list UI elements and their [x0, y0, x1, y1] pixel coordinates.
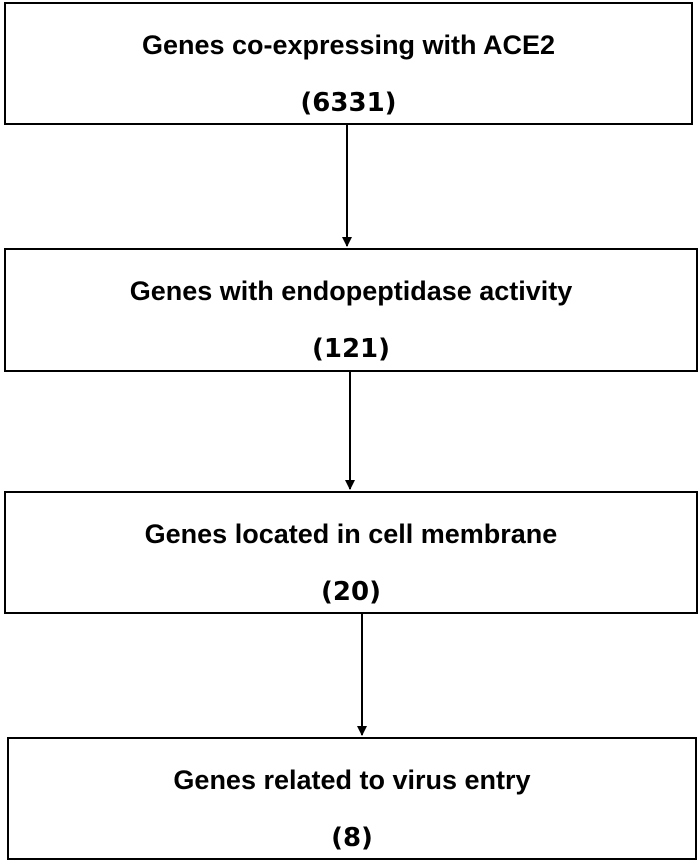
step-count: (20) — [321, 577, 381, 607]
step-label: Genes related to virus entry — [173, 765, 531, 795]
step-label: Genes with endopeptidase activity — [129, 276, 573, 306]
step-box-coexpressing: Genes co-expressing with ACE2 (6331) — [4, 2, 693, 125]
step-box-cell-membrane: Genes located in cell membrane (20) — [4, 491, 698, 614]
step-box-endopeptidase: Genes with endopeptidase activity (121) — [4, 248, 698, 372]
step-label: Genes co-expressing with ACE2 — [141, 30, 556, 60]
step-box-virus-entry: Genes related to virus entry (8) — [7, 737, 697, 860]
step-label: Genes located in cell membrane — [144, 519, 558, 549]
step-count: (6331) — [300, 88, 397, 118]
step-count: (8) — [331, 823, 373, 853]
step-count: (121) — [311, 334, 391, 364]
